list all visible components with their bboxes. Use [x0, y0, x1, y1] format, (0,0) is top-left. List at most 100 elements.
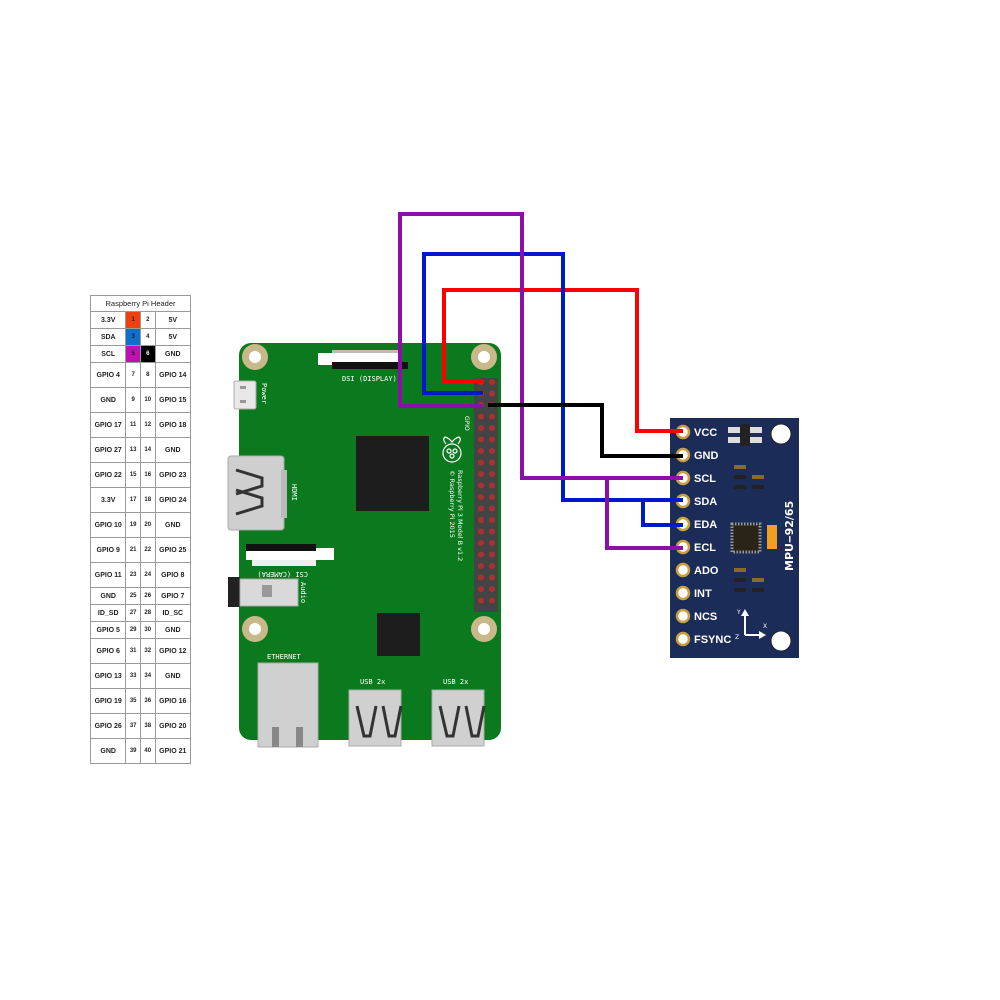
gpio-pin [478, 436, 484, 443]
gpio-pin [489, 597, 495, 604]
hdmi-port-icon [227, 455, 287, 531]
sensor-pin-label: ECL [694, 542, 716, 554]
usb-port-icon [431, 689, 486, 747]
copyright-label: © Raspberry Pi 2015 [448, 470, 456, 538]
gpio-pin [478, 597, 484, 604]
pin-label-right: GPIO 18 [154, 412, 192, 438]
pin-label-right: GPIO 16 [154, 688, 192, 714]
axis-y-label: Y [736, 609, 741, 616]
gpio-pin [489, 574, 495, 581]
gpio-pin [489, 586, 495, 592]
pin-label-right: GPIO 14 [154, 362, 192, 388]
pin-label-left: GPIO 11 [89, 562, 127, 588]
imu-chip [730, 522, 777, 554]
pin-label-left: GPIO 10 [89, 512, 127, 538]
gpio-pin [478, 586, 484, 592]
pin-label-left: GPIO 19 [89, 688, 127, 714]
sensor-pin-label: INT [694, 588, 712, 600]
gpio-pin [489, 505, 495, 512]
pin-label-right: GPIO 15 [154, 387, 192, 413]
pin-label-left: SCL [89, 345, 127, 363]
sensor-pin-label: VCC [694, 427, 717, 439]
pin-label-left: GPIO 26 [89, 713, 127, 739]
wire-scl-ecl [605, 478, 683, 550]
soc-chip [356, 436, 429, 511]
sensor-pin-label: GND [694, 450, 719, 462]
usb1-label: USB 2x [360, 678, 385, 686]
usb-port-icon [348, 689, 403, 747]
pin-label-right: GPIO 23 [154, 462, 192, 488]
dsi-label: DSI (DISPLAY) [342, 375, 397, 383]
model-label: Raspberry Pi 3 Model B v1.2 [456, 470, 464, 561]
gpio-pin [478, 505, 484, 512]
ethernet-label: ETHERNET [267, 653, 302, 661]
gpio-pin [478, 482, 484, 489]
gpio-pin [489, 436, 495, 443]
sensor-pin-label: NCS [694, 611, 717, 623]
gpio-pin [489, 482, 495, 489]
wire-sda-eda [641, 500, 683, 527]
sensor-pin-label: SDA [694, 496, 717, 508]
gpio-pin [478, 540, 484, 546]
gpio-pin [489, 413, 495, 420]
gpio-pin [489, 528, 495, 535]
axis-icon [741, 609, 766, 639]
axis-x-label: X [763, 623, 767, 630]
sensor-pin-label: SCL [694, 473, 716, 485]
wire-sda [422, 252, 683, 502]
pin-label-right: GND [154, 437, 192, 463]
usb2-label: USB 2x [443, 678, 468, 686]
sensor-pin-label: ADO [694, 565, 719, 577]
pin-label-left: 3.3V [89, 487, 127, 513]
pin-label-left: GND [89, 738, 127, 764]
pin-label-left: GPIO 13 [89, 663, 127, 689]
gpio-pin [489, 379, 495, 385]
wire-gnd [488, 403, 683, 458]
gpio-label: GPIO [463, 416, 470, 431]
gpio-pin [489, 551, 495, 558]
gpio-pin [489, 390, 495, 397]
pin-label-right: GPIO 20 [154, 713, 192, 739]
sensor-pin-pad [675, 562, 691, 578]
pin-number: 3 [125, 328, 141, 346]
gpio-pin [478, 425, 484, 431]
power-port-icon [233, 380, 257, 410]
pin-label-left: GPIO 9 [89, 537, 127, 563]
gpio-pin [489, 540, 495, 546]
gpio-pin [478, 459, 484, 466]
usb-controller-chip [377, 613, 420, 656]
sensor-pin-pad [675, 631, 691, 647]
gpio-pin [478, 551, 484, 558]
pin-label-left: GPIO 6 [89, 638, 127, 664]
gpio-pin [478, 563, 484, 569]
sensor-pin-label: FSYNC [694, 634, 731, 646]
gpio-header [474, 378, 498, 612]
raspberry-logo-icon [442, 436, 462, 463]
wire-3v3-vcc [442, 288, 683, 433]
gpio-pin [489, 563, 495, 569]
wires [398, 212, 683, 550]
audio-label: Audio [299, 582, 307, 603]
pin-label-left: GPIO 4 [89, 362, 127, 388]
pin-label-left: GPIO 22 [89, 462, 127, 488]
axis-z-label: Z [735, 634, 739, 641]
gpio-pin [478, 494, 484, 500]
pin-number: 6 [139, 345, 156, 363]
dsi-connector-icon [318, 350, 408, 369]
sensor-pin-pad [675, 608, 691, 624]
power-label: Power [260, 383, 268, 404]
gpio-pin [478, 413, 484, 420]
gpio-pin [489, 459, 495, 466]
mpu-sensor-board: MPU‒92/65 Y X Z VCCGNDSCLSDAEDAECLADOINT… [670, 418, 799, 658]
